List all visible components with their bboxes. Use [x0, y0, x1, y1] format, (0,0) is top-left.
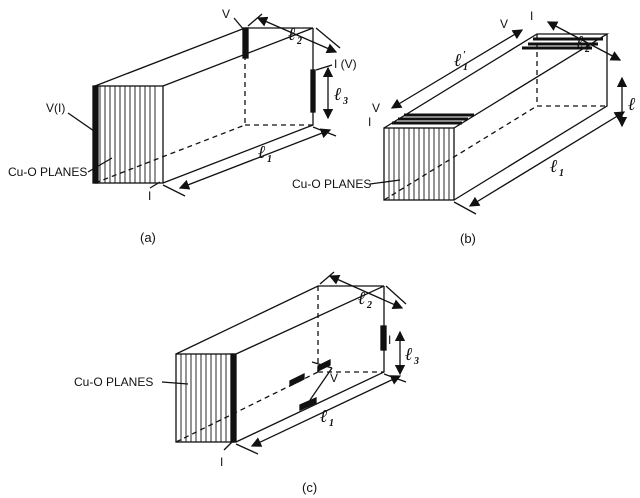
- panel-c-l1-sub: 1: [329, 418, 334, 429]
- panel-b-l3: ℓ: [628, 94, 636, 114]
- panel-b-planes-leader: [369, 179, 401, 185]
- panel-b: [369, 21, 628, 215]
- panel-c-planes-leader: [161, 381, 189, 385]
- panel-c-front-face: [175, 353, 235, 443]
- panel-c-l2-dimension: [328, 274, 404, 310]
- panel-b-back-electrodes: [522, 37, 603, 50]
- panel-c-l3-sub: 3: [413, 356, 419, 367]
- panel-b-contact-v-top: V: [500, 17, 508, 31]
- panel-b-l1-sub: 1: [559, 168, 564, 179]
- panel-a-right-electrode: [310, 69, 316, 113]
- panel-a-l2: ℓ: [288, 24, 296, 44]
- panel-b-right-face: [453, 34, 608, 201]
- panel-a-hidden-edges: [94, 28, 313, 184]
- panel-b-l1prime-dimension: [390, 29, 524, 109]
- panel-c-caption: (c): [302, 480, 317, 495]
- panel-c-planes-label: Cu-O PLANES: [74, 375, 153, 389]
- panel-a-contact-right: I (V): [334, 57, 357, 71]
- panel-a-planes-label: Cu-O PLANES: [8, 165, 87, 179]
- panel-b-l1prime-mark: ′: [463, 50, 466, 61]
- panel-b-l1prime-sub: 1: [463, 62, 468, 73]
- panel-b-l2-dimension: [546, 21, 622, 61]
- panel-a-contact-top: V: [222, 7, 230, 21]
- panel-a: [67, 13, 341, 197]
- panel-c-l3: ℓ: [405, 344, 413, 364]
- panel-c-contact-i-right: I: [388, 333, 391, 347]
- panel-a-l1-dimension: [178, 128, 332, 190]
- panel-a-cuo-planes-hatch: [99, 86, 156, 183]
- panel-c-cuo-planes-hatch: [180, 354, 227, 442]
- panel-a-contact-bottom: I: [148, 189, 151, 203]
- panel-c-v-pads: [289, 358, 331, 411]
- panel-b-contact-v-left: V: [372, 101, 380, 115]
- panel-c-contact-i-bottom: I: [220, 455, 223, 469]
- panel-c-top-face: [175, 285, 385, 355]
- panel-c: [161, 271, 407, 455]
- panel-b-labels: V I V I Cu-O PLANES ℓ 1 ′ ℓ 2 ℓ ℓ 1 (b): [292, 9, 636, 246]
- panel-b-contact-i-top: I: [530, 9, 533, 23]
- panel-b-l1-dimension: [468, 111, 626, 207]
- panel-c-l1-dimension: [250, 375, 402, 447]
- panel-a-l2-sub: 2: [296, 36, 302, 47]
- panel-b-l1: ℓ: [550, 156, 558, 176]
- panel-b-planes-label: Cu-O PLANES: [292, 177, 371, 191]
- panel-b-caption: (b): [460, 231, 476, 246]
- panel-a-l2-dimension: [256, 16, 338, 54]
- panel-a-top-electrode: [242, 27, 249, 59]
- panel-a-l1-sub: 1: [267, 154, 272, 165]
- panel-a-l1: ℓ: [258, 142, 266, 162]
- panel-b-front-electrodes: [392, 113, 474, 125]
- panel-a-contact-left: V(I): [46, 101, 65, 115]
- panel-c-front-electrode: [230, 353, 237, 443]
- panel-c-l1: ℓ: [320, 406, 328, 426]
- panel-c-labels: I V I Cu-O PLANES ℓ 2 ℓ 3 ℓ 1 (c): [74, 288, 419, 495]
- panel-c-l2-sub: 2: [366, 300, 372, 311]
- panel-a-labels: V V(I) I (V) I Cu-O PLANES ℓ 2 ℓ 3 ℓ 1 (…: [8, 7, 357, 245]
- panel-c-l2: ℓ: [358, 288, 366, 308]
- panel-a-caption: (a): [140, 230, 156, 245]
- panel-c-back-electrode: [380, 325, 387, 351]
- panel-a-planes-leader: [87, 157, 113, 173]
- panel-a-l3-sub: 3: [342, 96, 348, 107]
- panel-b-l2: ℓ: [576, 32, 584, 52]
- panel-b-cuo-planes-hatch: [388, 128, 450, 200]
- panel-c-hidden-edges: [175, 286, 384, 443]
- panel-a-l3: ℓ: [334, 84, 342, 104]
- panel-b-contact-i-left: I: [368, 115, 371, 129]
- panel-a-top-face: [94, 27, 314, 87]
- panel-b-l2-sub: 2: [584, 44, 590, 55]
- panel-b-hidden-edges: [383, 34, 607, 201]
- panel-b-l1prime: ℓ: [454, 50, 462, 70]
- panel-c-contact-v: V: [330, 371, 338, 385]
